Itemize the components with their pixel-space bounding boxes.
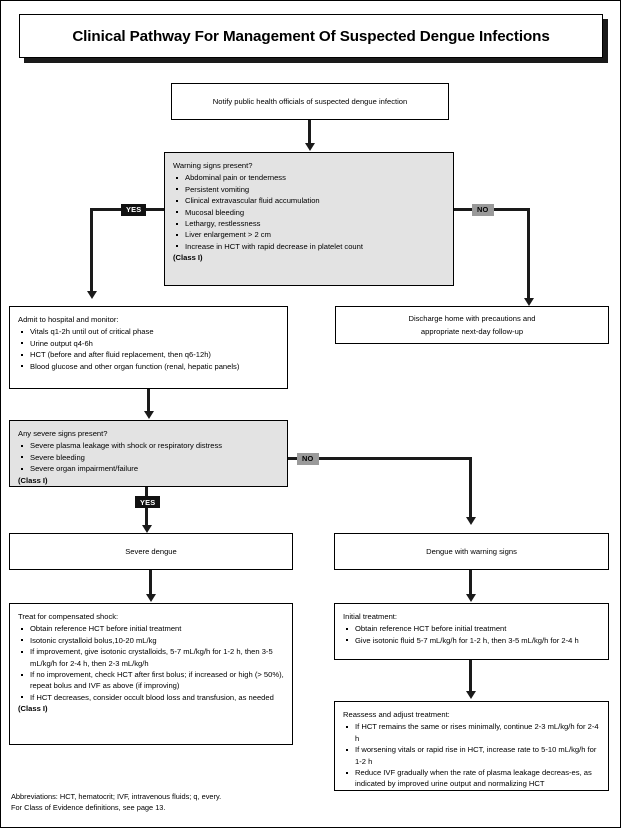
node-notify-public-health: Notify public health officials of suspec… [171, 83, 449, 120]
list-item: If HCT decreases, consider occult blood … [18, 692, 284, 703]
node-dengue-with-warning-signs: Dengue with warning signs [334, 533, 609, 570]
list-item: Abdominal pain or tenderness [173, 172, 445, 183]
node-notify-text: Notify public health officials of suspec… [212, 96, 408, 106]
list-item: If improvement, give isotonic crystalloi… [18, 646, 284, 669]
arrowhead-warning-no [523, 298, 534, 306]
reassess-header: Reassess and adjust treatment: [343, 710, 450, 719]
treat-shock-header: Treat for compensated shock: [18, 612, 119, 621]
branch-label-severe-no: NO [297, 452, 319, 465]
warning-signs-header: Warning signs present? [173, 161, 253, 170]
connector-warning-yes-vertical [90, 208, 93, 293]
node-severe-signs: Any severe signs present? Severe plasma … [9, 420, 288, 487]
list-item: Give isotonic fluid 5-7 mL/kg/h for 1-2 … [343, 635, 600, 646]
list-item: Severe bleeding [18, 452, 279, 463]
branch-label-severe-yes: YES [135, 496, 161, 508]
list-item: Liver enlargement > 2 cm [173, 229, 445, 240]
list-item: Reduce IVF gradually when the rate of pl… [343, 767, 600, 790]
connector-initial-to-reassess [469, 660, 472, 693]
arrowhead-warning-yes [86, 291, 97, 299]
list-item: Urine output q4-6h [18, 338, 279, 349]
arrowhead-severe-yes [141, 525, 152, 533]
dengue-warning-text: Dengue with warning signs [426, 546, 517, 556]
arrowhead-severe-dengue-to-treat [145, 594, 156, 602]
connector-warning-no-vertical [527, 208, 530, 300]
list-item: Persistent vomiting [173, 184, 445, 195]
connector-admit-to-severe [147, 389, 150, 413]
list-item: If worsening vitals or rapid rise in HCT… [343, 744, 600, 767]
connector-dengue-warning-to-initial [469, 570, 472, 596]
list-item: Lethargy, restlessness [173, 218, 445, 229]
connector-notify-to-warning [308, 120, 311, 145]
list-item: Severe organ impairment/failure [18, 463, 279, 474]
list-item: HCT (before and after fluid replacement,… [18, 349, 279, 360]
node-admit-to-hospital: Admit to hospital and monitor: Vitals q1… [9, 306, 288, 389]
initial-treatment-list: Obtain reference HCT before initial trea… [343, 623, 600, 646]
node-warning-signs: Warning signs present? Abdominal pain or… [164, 152, 454, 286]
node-reassess-adjust-treatment: Reassess and adjust treatment: If HCT re… [334, 701, 609, 791]
connector-severe-no-horizontal [288, 457, 472, 460]
node-treat-compensated-shock: Treat for compensated shock: Obtain refe… [9, 603, 293, 745]
list-item: Isotonic crystalloid bolus,10-20 mL/kg [18, 635, 284, 646]
discharge-line-1: Discharge home with precautions and [408, 314, 536, 323]
list-item: Increase in HCT with rapid decrease in p… [173, 241, 445, 252]
list-item: If HCT remains the same or rises minimal… [343, 721, 600, 744]
initial-treatment-header: Initial treatment: [343, 612, 398, 621]
severe-dengue-text: Severe dengue [125, 546, 177, 556]
arrowhead-admit-to-severe [143, 411, 154, 419]
arrowhead-severe-no [465, 517, 476, 525]
abbreviations-footer: Abbreviations: HCT, hematocrit; IVF, int… [11, 792, 222, 812]
list-item: Severe plasma leakage with shock or resp… [18, 440, 279, 451]
arrowhead-notify-to-warning [304, 143, 315, 151]
connector-severe-no-vertical [469, 457, 472, 519]
list-item: Obtain reference HCT before initial trea… [343, 623, 600, 634]
list-item: If no improvement, check HCT after first… [18, 669, 284, 692]
list-item: Obtain reference HCT before initial trea… [18, 623, 284, 634]
node-severe-dengue: Severe dengue [9, 533, 293, 570]
connector-severe-dengue-to-treat [149, 570, 152, 596]
list-item: Clinical extravascular fluid accumulatio… [173, 195, 445, 206]
branch-label-warning-yes: YES [121, 203, 147, 216]
title-banner: Clinical Pathway For Management Of Suspe… [19, 14, 603, 58]
severe-signs-class-note: (Class I) [18, 475, 48, 485]
severe-signs-header: Any severe signs present? [18, 429, 108, 438]
branch-label-warning-no: NO [472, 203, 494, 216]
treat-shock-class-note: (Class I) [18, 704, 48, 714]
page-title: Clinical Pathway For Management Of Suspe… [72, 27, 550, 45]
arrowhead-dengue-warning-to-initial [465, 594, 476, 602]
discharge-line-2: appropriate next-day follow-up [420, 327, 524, 336]
list-item: Mucosal bleeding [173, 207, 445, 218]
admit-header: Admit to hospital and monitor: [18, 315, 119, 324]
list-item: Vitals q1-2h until out of critical phase [18, 326, 279, 337]
list-item: Blood glucose and other organ function (… [18, 361, 279, 372]
warning-signs-class-note: (Class I) [173, 253, 203, 263]
treat-shock-list: Obtain reference HCT before initial trea… [18, 623, 284, 703]
admit-list: Vitals q1-2h until out of critical phase… [18, 326, 279, 372]
warning-signs-list: Abdominal pain or tenderness Persistent … [173, 172, 445, 252]
node-initial-treatment: Initial treatment: Obtain reference HCT … [334, 603, 609, 660]
severe-signs-list: Severe plasma leakage with shock or resp… [18, 440, 279, 474]
node-discharge-home: Discharge home with precautions and appr… [335, 306, 609, 344]
reassess-list: If HCT remains the same or rises minimal… [343, 721, 600, 789]
arrowhead-initial-to-reassess [465, 691, 476, 699]
